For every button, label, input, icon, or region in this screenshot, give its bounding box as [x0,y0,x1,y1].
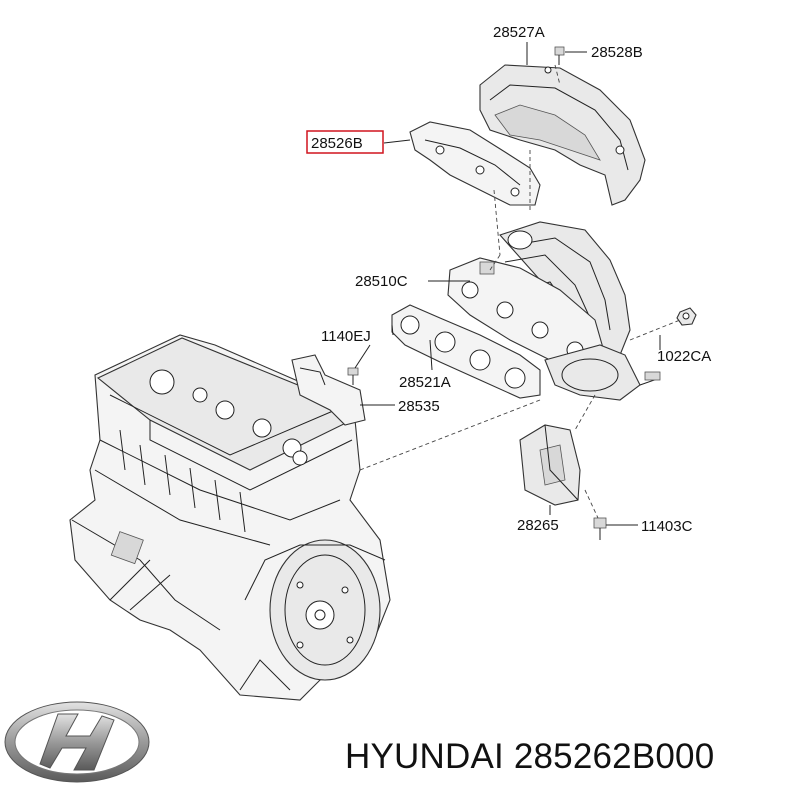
label-1022CA: 1022CA [657,348,711,365]
flywheel [269,539,381,681]
bolt-1140EJ [347,367,359,385]
exhaust-manifold-28510C [447,221,661,401]
label-28521A: 28521A [399,374,451,391]
bolt-11403C [593,517,607,540]
label-28526B: 28526B [311,135,363,152]
label-1140EJ: 1140EJ [321,328,371,345]
engine-block [69,334,391,701]
heat-shield-28527A [479,64,646,206]
label-28527A: 28527A [493,24,545,41]
label-11403C: 11403C [641,518,693,535]
nut-1022CA [676,307,697,326]
cam-cover-bolts [149,369,308,466]
part-labels: 28527A 28528B 28526B 28510C 1140EJ 1022C… [306,24,711,535]
label-28265: 28265 [517,517,559,534]
brand-part-number: HYUNDAI 285262B000 [345,737,715,776]
bracket-28265 [519,424,581,506]
leader-lines [354,42,681,526]
label-28528B: 28528B [591,44,643,61]
highlight-box-28526B [306,130,384,154]
label-28535: 28535 [398,398,440,415]
bracket-28535 [291,354,366,426]
hyundai-logo [4,701,150,783]
gasket-28521A [391,304,541,399]
heat-shield-28526B [409,121,541,206]
label-28510C: 28510C [355,273,408,290]
bolt-28528B [554,46,565,65]
